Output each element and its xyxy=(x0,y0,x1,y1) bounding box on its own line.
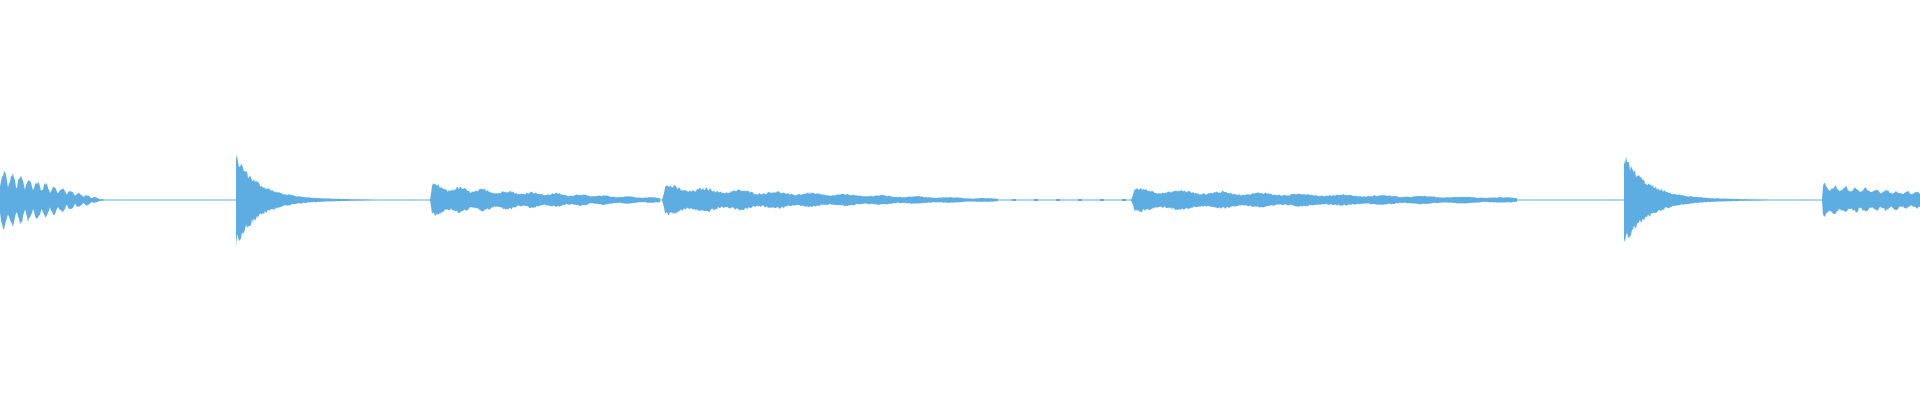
waveform-segment-burst-5 xyxy=(1131,187,1517,213)
waveform-dot xyxy=(1012,199,1016,201)
waveform-dot xyxy=(1078,199,1082,201)
waveform-segment-burst-4 xyxy=(662,185,998,216)
waveform-bars xyxy=(0,154,1920,248)
waveform-dot xyxy=(990,199,994,201)
waveform-dot xyxy=(1100,199,1104,201)
waveform-segment-burst-7 xyxy=(1822,182,1920,217)
waveform-dot xyxy=(1034,199,1038,201)
waveform-segment-burst-6 xyxy=(1624,156,1820,243)
waveform-segment-burst-3 xyxy=(430,183,660,216)
waveform-segment-burst-2 xyxy=(236,154,422,248)
waveform-dot xyxy=(1056,199,1060,201)
waveform-segment-burst-1 xyxy=(0,171,106,230)
waveform-dot xyxy=(1122,199,1126,201)
